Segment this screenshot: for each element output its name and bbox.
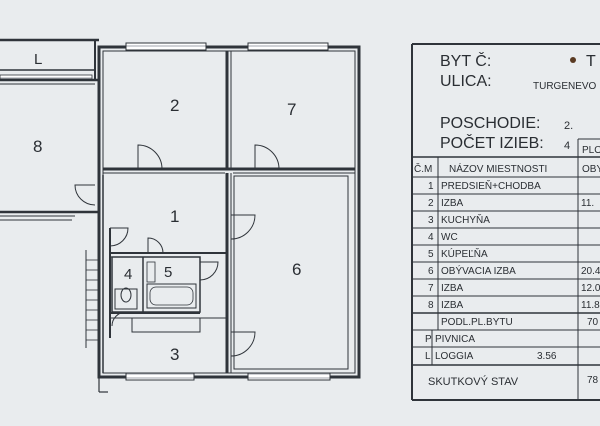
ulica-label: ULICA:: [440, 73, 492, 90]
walls: [0, 38, 361, 393]
podl-label: PODL.PL.BYTU: [441, 317, 513, 328]
pivnica-label: PIVNICA: [435, 334, 475, 345]
row-num: 2: [428, 198, 434, 209]
row-area: 20.4: [581, 266, 600, 277]
row-num: 6: [428, 266, 434, 277]
windows: [0, 42, 331, 381]
room-label-8: 8: [33, 137, 42, 156]
row-num: 8: [428, 300, 434, 311]
room-table: Č.M NÁZOV MIESTNOSTI PLO OBY 1 PREDSIEŇ+…: [414, 145, 600, 388]
loggia-num: L: [425, 351, 431, 362]
info-block: BYT Č: T ULICA: TURGENEVO POSCHODIE: 2. …: [440, 51, 597, 152]
ulica-value: TURGENEVO: [533, 81, 597, 92]
col-header-name: NÁZOV MIESTNOSTI: [449, 162, 547, 175]
row-num: 4: [428, 232, 434, 243]
row-name: IZBA: [441, 198, 464, 209]
mark-dot: [570, 57, 576, 63]
room-table-grid: [411, 43, 600, 401]
row-name: IZBA: [441, 300, 464, 311]
row-num: 1: [428, 181, 434, 192]
room-label-L: L: [34, 51, 42, 68]
skutkovy-label: SKUTKOVÝ STAV: [428, 375, 519, 388]
row-area: 11.: [581, 198, 594, 209]
loggia-label: LOGGIA: [435, 351, 474, 362]
row-name: KUCHYŇA: [441, 213, 490, 226]
doors: [74, 144, 280, 357]
podl-value: 70: [587, 317, 599, 328]
loggia-value: 3.56: [537, 351, 557, 362]
poschodie-value: 2.: [564, 120, 573, 132]
row-area: 11.8: [581, 300, 600, 311]
row-area: 12.0: [581, 283, 600, 294]
row-name: IZBA: [441, 283, 464, 294]
room-label-6: 6: [292, 260, 301, 279]
room-label-4: 4: [124, 266, 132, 283]
row-num: 3: [428, 215, 434, 226]
skutkovy-value: 78: [587, 375, 599, 386]
col-header-num: Č.M: [414, 162, 432, 175]
byt-value: T: [586, 53, 596, 70]
room-label-2: 2: [170, 96, 179, 115]
poschodie-label: POSCHODIE:: [440, 115, 540, 132]
col-header-plo: PLO: [582, 145, 600, 156]
row-name: OBÝVACIA IZBA: [441, 264, 516, 277]
row-num: 7: [428, 283, 434, 294]
room-label-1: 1: [170, 207, 179, 226]
room-label-5: 5: [164, 264, 172, 281]
pocet-label: POČET IZIEB:: [440, 133, 544, 152]
row-name: PREDSIEŇ+CHODBA: [441, 179, 541, 192]
row-name: KÚPEĽŇA: [441, 247, 488, 260]
row-num: 5: [428, 249, 434, 260]
pivnica-num: P: [425, 334, 432, 345]
row-name: WC: [441, 232, 458, 243]
pocet-value: 4: [564, 140, 570, 152]
room-label-3: 3: [170, 345, 179, 364]
col-header-oby: OBY: [582, 164, 600, 175]
room-labels: L 8 2 7 1 6 4 5 3: [33, 51, 301, 364]
room-label-7: 7: [287, 100, 296, 119]
byt-label: BYT Č:: [440, 51, 491, 70]
